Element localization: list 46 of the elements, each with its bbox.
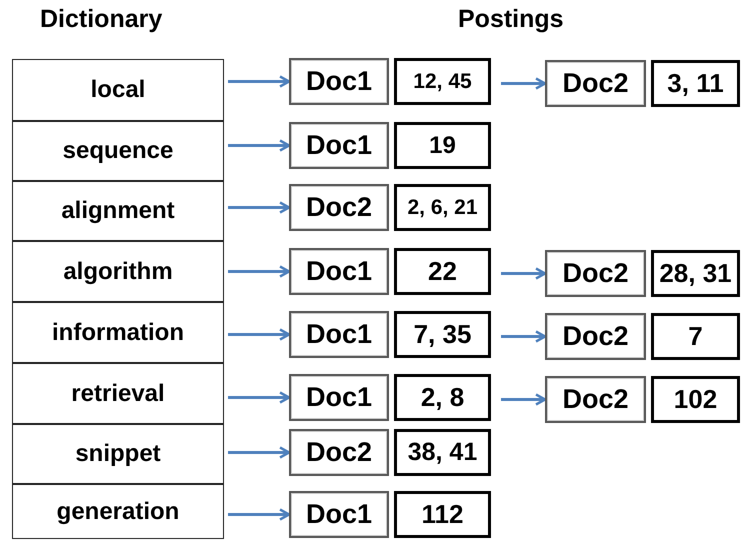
document-id-cell: Doc1 xyxy=(289,58,389,105)
dictionary-term-cell: information xyxy=(12,302,224,363)
positions-cell: 19 xyxy=(394,122,491,169)
dictionary-term-cell: algorithm xyxy=(12,241,224,302)
positions-cell: 22 xyxy=(394,248,491,295)
positions-cell: 2, 6, 21 xyxy=(394,184,491,231)
arrow xyxy=(228,75,290,88)
dictionary-term-cell: generation xyxy=(12,484,224,539)
document-id-cell: Doc2 xyxy=(545,60,646,107)
document-id-cell: Doc1 xyxy=(289,248,389,295)
arrow xyxy=(501,393,546,406)
arrow xyxy=(228,265,290,278)
arrow xyxy=(228,201,290,214)
document-id-cell: Doc2 xyxy=(289,184,389,231)
arrow xyxy=(501,330,546,343)
arrow xyxy=(228,391,290,404)
document-id-cell: Doc1 xyxy=(289,311,389,358)
column-heading: Dictionary xyxy=(40,5,162,34)
positions-cell: 12, 45 xyxy=(394,58,491,105)
arrow xyxy=(228,139,290,152)
positions-cell: 112 xyxy=(394,491,491,538)
arrow xyxy=(501,267,546,280)
document-id-cell: Doc2 xyxy=(289,429,389,476)
positions-cell: 7 xyxy=(651,313,740,360)
positions-cell: 102 xyxy=(651,376,740,423)
dictionary-term-cell: alignment xyxy=(12,181,224,241)
column-heading: Postings xyxy=(458,5,564,34)
dictionary-term-cell: retrieval xyxy=(12,363,224,424)
arrow xyxy=(228,328,290,341)
positions-cell: 7, 35 xyxy=(394,311,491,358)
dictionary-term-cell: local xyxy=(12,59,224,121)
document-id-cell: Doc2 xyxy=(545,313,646,360)
positions-cell: 28, 31 xyxy=(651,250,740,297)
positions-cell: 3, 11 xyxy=(651,60,740,107)
arrow xyxy=(501,77,546,90)
arrow xyxy=(228,508,290,521)
dictionary-term-cell: snippet xyxy=(12,424,224,484)
arrow xyxy=(228,446,290,459)
positions-cell: 38, 41 xyxy=(394,429,491,476)
document-id-cell: Doc1 xyxy=(289,491,389,538)
document-id-cell: Doc2 xyxy=(545,376,646,423)
document-id-cell: Doc1 xyxy=(289,122,389,169)
positions-cell: 2, 8 xyxy=(394,374,491,421)
dictionary-term-cell: sequence xyxy=(12,121,224,181)
document-id-cell: Doc1 xyxy=(289,374,389,421)
document-id-cell: Doc2 xyxy=(545,250,646,297)
